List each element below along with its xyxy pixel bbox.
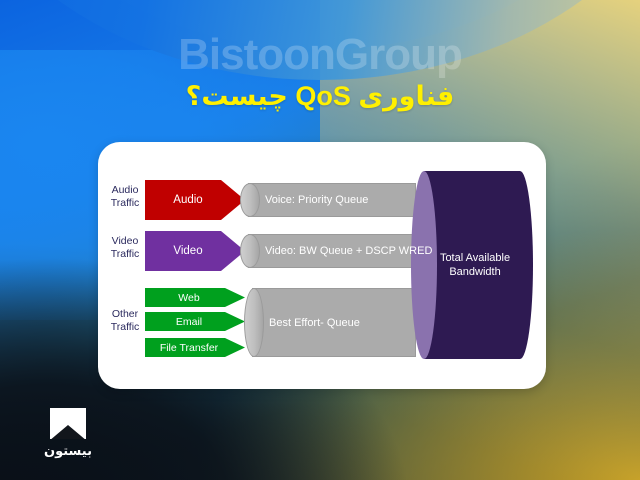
label-other-traffic-line2: Traffic xyxy=(110,320,140,333)
video-arrow-label: Video xyxy=(173,245,203,257)
watermark-text: BistoonGroup xyxy=(178,30,463,79)
label-other-traffic: Other Traffic xyxy=(101,308,149,333)
mountain-icon xyxy=(50,408,86,439)
email-arrow: Email xyxy=(145,312,245,331)
page-title: فناوری QoS چیست؟ xyxy=(185,81,455,112)
file-transfer-arrow: File Transfer xyxy=(145,338,245,357)
email-arrow-label: Email xyxy=(175,315,203,328)
brand-name: بیستون xyxy=(44,443,92,458)
label-video-traffic-line2: Traffic xyxy=(110,247,140,260)
video-arrow: Video xyxy=(145,231,245,271)
total-bandwidth-label: Total Available Bandwidth xyxy=(424,251,526,279)
video-queue-cylinder: Video: BW Queue + DSCP WRED xyxy=(240,234,432,268)
audio-arrow-label: Audio xyxy=(173,194,203,206)
voice-queue-label: Voice: Priority Queue xyxy=(265,194,369,206)
best-effort-queue-cylinder: Best Effort- Queue xyxy=(244,288,424,357)
label-video-traffic-line1: Video xyxy=(111,235,139,247)
total-bandwidth-line2: Bandwidth xyxy=(449,266,501,278)
web-arrow: Web xyxy=(145,288,245,307)
label-audio-traffic-line2: Traffic xyxy=(110,196,140,209)
total-bandwidth-line1: Total Available xyxy=(439,252,511,264)
video-queue-label: Video: BW Queue + DSCP WRED xyxy=(265,245,433,257)
total-bandwidth-cylinder: Total Available Bandwidth xyxy=(411,171,533,359)
voice-queue-cylinder: Voice: Priority Queue xyxy=(240,183,424,217)
web-arrow-label: Web xyxy=(178,291,200,304)
file-transfer-arrow-label: File Transfer xyxy=(159,341,219,354)
label-other-traffic-line1: Other xyxy=(111,308,139,320)
best-effort-queue-label: Best Effort- Queue xyxy=(269,316,360,329)
label-audio-traffic-line1: Audio xyxy=(111,184,139,196)
mountain-icon-second-peak xyxy=(53,431,71,439)
audio-arrow: Audio xyxy=(145,180,245,220)
label-audio-traffic: Audio Traffic xyxy=(101,184,149,209)
brand-logo: بیستون xyxy=(36,408,100,459)
label-video-traffic: Video Traffic xyxy=(101,235,149,260)
